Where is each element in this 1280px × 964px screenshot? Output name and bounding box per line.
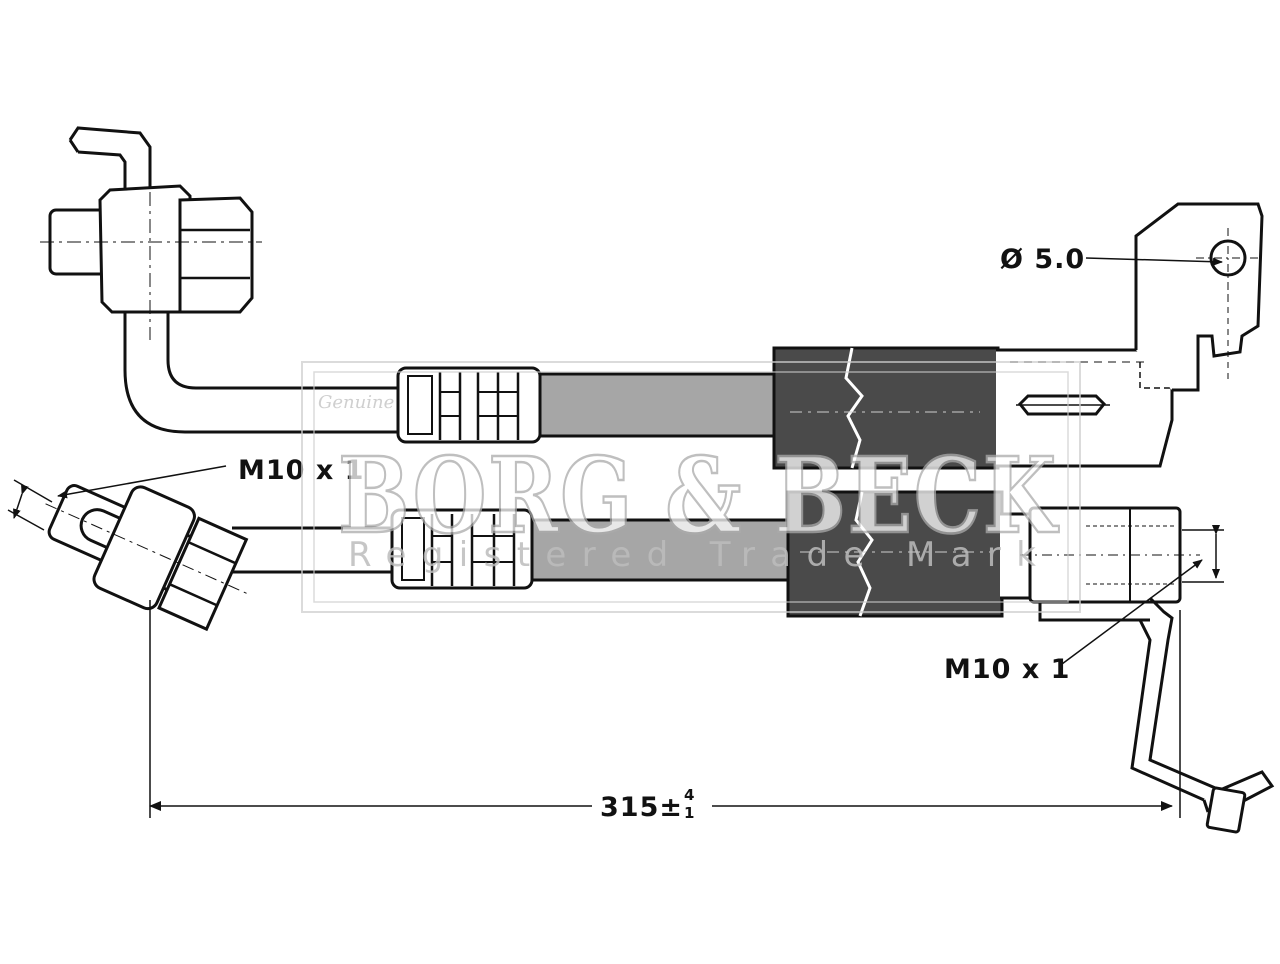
upper-hose-assembly	[40, 126, 1264, 470]
upper-crimp-ferrule	[396, 366, 542, 444]
lower-short-pipe	[232, 526, 394, 574]
lower-hose-assembly	[45, 484, 1275, 834]
watermark-script: Genuine	[318, 392, 394, 413]
leader-hole-diameter	[1085, 257, 1223, 266]
lower-hose-dark-section	[786, 490, 1004, 618]
label-length-tol-upper: 4	[684, 786, 694, 804]
label-thread-bottom-right: M10 x 1	[944, 654, 1070, 685]
leader-thread-bottom-right	[1061, 559, 1203, 665]
lower-angled-fitting	[45, 484, 249, 632]
lower-hose-light-section	[530, 518, 794, 582]
upper-hose-light-section	[538, 372, 778, 438]
brand-watermark: Genuine BORG & BECK Registered Trade Mar…	[301, 361, 1081, 613]
watermark-subtitle: Registered Trade Mark	[348, 535, 1048, 575]
leader-thread-top-left	[57, 465, 227, 499]
watermark-brand: BORG & BECK	[338, 434, 1059, 557]
label-length-nominal: 315±	[600, 792, 683, 823]
dimension-labels: M10 x 1 M10 x 1 Ø 5.0 315± 4 1	[238, 244, 1085, 823]
upper-pipe-stub	[68, 126, 152, 200]
upper-banjo-fitting	[40, 165, 262, 340]
upper-end-bracket	[996, 202, 1264, 468]
dimension-lines	[7, 257, 1224, 818]
label-thread-top-left: M10 x 1	[238, 455, 364, 486]
label-length-tol-lower: 1	[684, 804, 694, 822]
label-hole-diameter: Ø 5.0	[1000, 244, 1085, 275]
upper-bent-pipe	[123, 312, 402, 434]
lower-crimp-ferrule	[390, 508, 534, 590]
